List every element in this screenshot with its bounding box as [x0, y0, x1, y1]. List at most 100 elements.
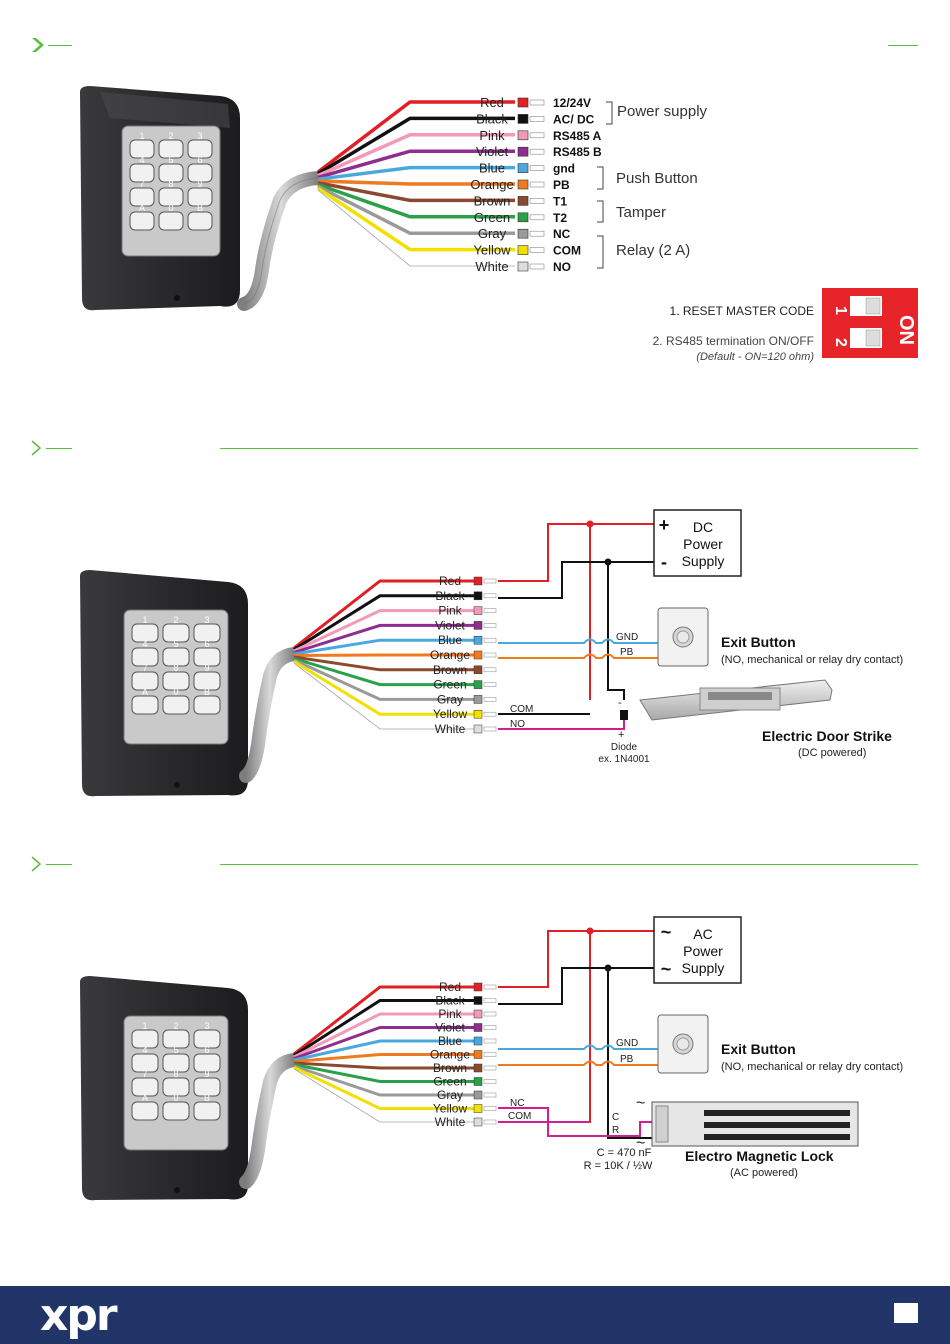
wire: [293, 999, 474, 1057]
keypad-key-label: B: [204, 1093, 210, 1103]
keypad-key-label: 0: [173, 1093, 178, 1103]
keypad-key: [131, 1101, 159, 1121]
psu-line3: Supply: [682, 553, 725, 569]
terminal-label: NC: [553, 227, 571, 241]
exit-title-ac: Exit Button: [721, 1041, 796, 1057]
keypad-key-label: 5: [173, 1045, 178, 1055]
wire-swatch: [473, 1009, 483, 1019]
electric-door-strike: [639, 679, 833, 721]
wire-color-label: Violet: [435, 618, 465, 632]
wire: [293, 594, 474, 651]
keypad-key-label: 4: [142, 1045, 147, 1055]
keypad-key-label: 6: [204, 639, 209, 649]
section3-chevron-icon: [31, 856, 42, 872]
keypad-key: [131, 695, 159, 715]
keypad-key-label: 3: [204, 615, 209, 625]
psu-minus: -: [661, 552, 667, 572]
no-label-dc: NO: [510, 719, 525, 730]
wire-color-label: White: [435, 722, 466, 736]
pb-label-dc: PB: [620, 647, 634, 658]
wire-color-label: Gray: [437, 692, 463, 706]
keypad-key: [162, 623, 190, 643]
keypad-key-label: 2: [173, 1021, 178, 1031]
group-push-label: Push Button: [616, 170, 698, 187]
keypad-key-label: 6: [204, 1045, 209, 1055]
wire-color-label: Violet: [435, 1021, 465, 1035]
keypad-key-label: 8: [168, 179, 173, 189]
keypad-key: [131, 1053, 159, 1073]
wire: [293, 1064, 474, 1097]
keypad-key: [158, 187, 184, 207]
keypad-key: [131, 1029, 159, 1049]
keypad-key: [129, 163, 155, 183]
psu-tilde-top: ~: [661, 922, 672, 942]
terminal-label: T1: [553, 194, 567, 208]
keypad-key: [162, 1053, 190, 1073]
strike-plus-label: +: [618, 729, 624, 741]
wire-swatch: [473, 1104, 483, 1113]
keypad-key: [131, 623, 159, 643]
ac-psu-line3: Supply: [682, 960, 725, 976]
wire-swatch: [473, 1023, 483, 1032]
keypad-key: [187, 211, 213, 231]
section1-rule: [48, 45, 72, 46]
keypad-key: [193, 1077, 221, 1097]
wire-swatch: [473, 996, 483, 1005]
electro-magnetic-lock: [651, 1101, 859, 1147]
wire-swatch: [473, 724, 483, 734]
wire-color-label: Green: [433, 1075, 466, 1089]
gnd-label-dc: GND: [616, 632, 638, 643]
wire: [293, 1061, 474, 1070]
wire-color-label: Gray: [478, 226, 507, 241]
keypad-key: [162, 1101, 190, 1121]
keypad-key: [162, 647, 190, 667]
dc-power-supply: + - DC Power Supply: [653, 509, 742, 577]
ac-psu-line2: Power: [683, 943, 723, 959]
wire-color-label: Pink: [438, 604, 462, 618]
dip-item2: 2. RS485 termination ON/OFF: [653, 334, 814, 348]
section2-rule-left: [46, 448, 72, 449]
ac-power-supply: ~ ~ AC Power Supply: [653, 916, 742, 984]
com-label-ac: COM: [508, 1111, 531, 1122]
section3-rule-left: [46, 864, 72, 865]
keypad-key: [193, 623, 221, 643]
wire-swatch: [473, 1036, 483, 1046]
wire-swatch: [473, 982, 483, 992]
wire-swatch: [473, 695, 483, 704]
wire-color-label: Black: [476, 111, 508, 126]
wire-color-label: White: [435, 1115, 466, 1129]
wire-color-label: Brown: [474, 193, 511, 208]
wire-color-label: Blue: [479, 161, 505, 176]
wire-swatch: [473, 1050, 483, 1059]
wire: [293, 658, 474, 701]
page-number-box: [894, 1303, 918, 1323]
dip-switch: 1 2 ON: [822, 288, 918, 358]
keypad-key-label: 8: [173, 663, 178, 673]
wire: [317, 181, 515, 203]
wire-swatch: [517, 130, 529, 141]
wire: [317, 165, 515, 181]
keypad-key-label: 7: [139, 179, 144, 189]
exit-sub-dc: (NO, mechanical or relay dry contact): [721, 654, 903, 666]
wire-swatch: [517, 146, 529, 157]
pb-label-ac: PB: [620, 1054, 634, 1065]
wire: [293, 1039, 474, 1062]
wire-swatch: [517, 179, 529, 190]
diode-label: Diode: [611, 742, 638, 753]
keypad-key-label: A: [139, 203, 145, 213]
wire: [293, 657, 474, 687]
keypad-key: [129, 211, 155, 231]
terminal-label: gnd: [553, 162, 575, 176]
wire-color-label: Red: [439, 980, 461, 994]
keypad-key: [193, 671, 221, 691]
keypad-key-label: 4: [142, 639, 147, 649]
wire-color-label: Blue: [438, 633, 462, 647]
wire: [317, 149, 515, 180]
wire-color-label: Pink: [438, 1007, 462, 1021]
wire: [293, 653, 474, 657]
keypad-key-label: B: [197, 203, 203, 213]
wire: [317, 133, 515, 178]
terminal-label: AC/ DC: [553, 112, 595, 126]
